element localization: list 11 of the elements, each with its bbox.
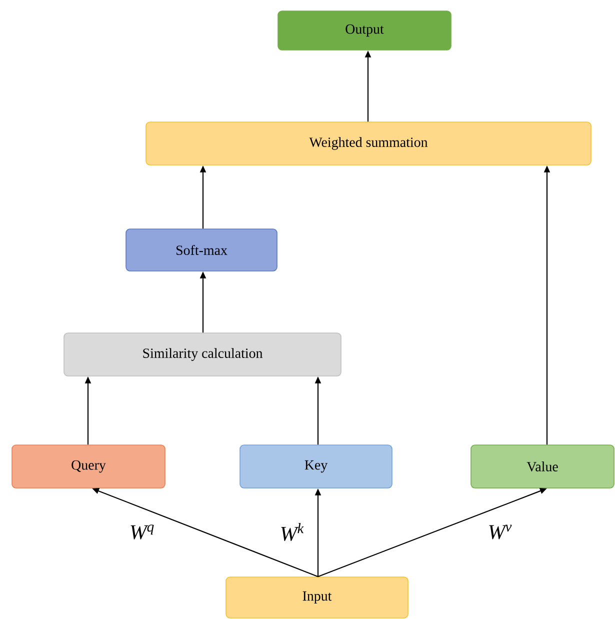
key-box: Key bbox=[240, 444, 392, 488]
summation-box: Weighted summation bbox=[146, 122, 592, 166]
softmax-box: Soft-max bbox=[126, 228, 278, 272]
output-box: Output bbox=[278, 10, 452, 50]
input-box: Input bbox=[226, 576, 408, 618]
similarity-box: Similarity calculation bbox=[64, 332, 342, 376]
edge-label: W$^{v}$ bbox=[489, 524, 512, 540]
value-box: Value bbox=[470, 444, 614, 488]
query-box: Query bbox=[12, 444, 166, 488]
edge-label: W$^{q}$ bbox=[130, 524, 154, 540]
edge-label: W$^{k}$ bbox=[281, 523, 304, 541]
